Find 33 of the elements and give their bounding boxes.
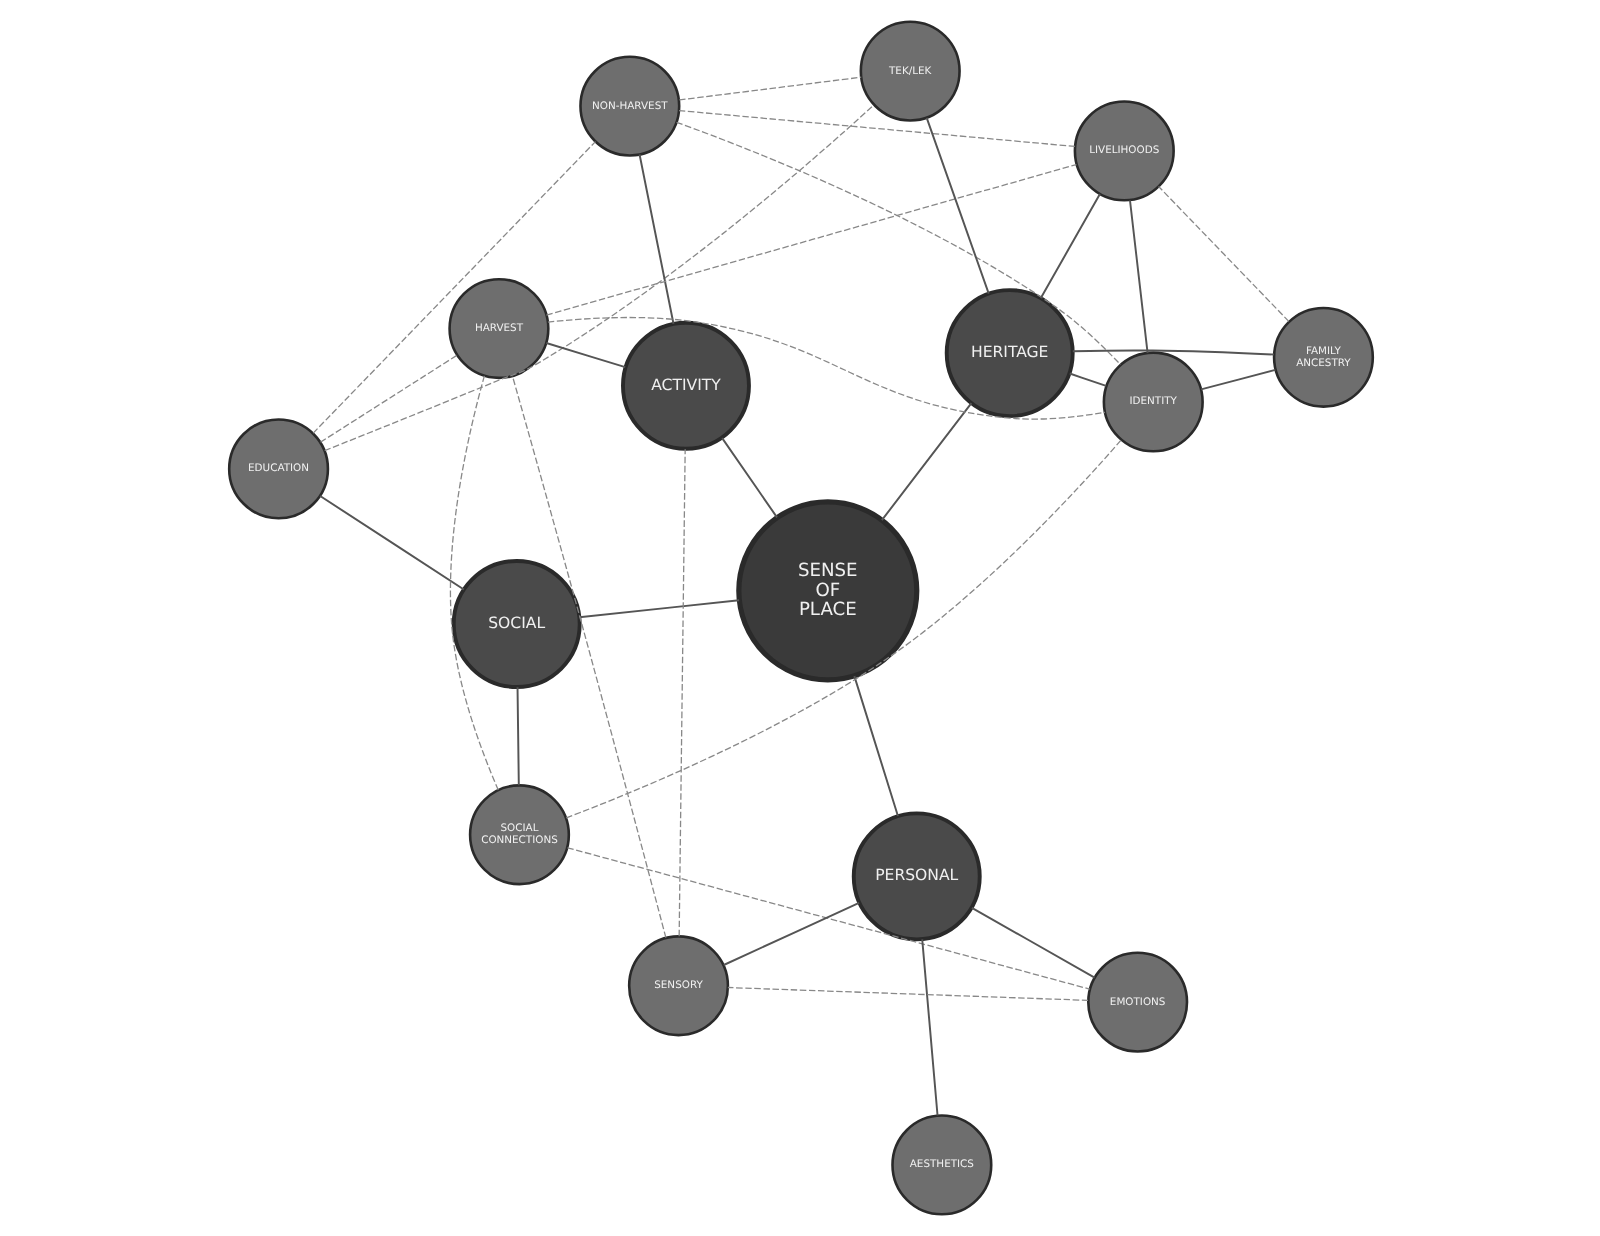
connector	[544, 342, 626, 369]
connector	[1156, 185, 1289, 322]
connector	[852, 675, 898, 817]
connector	[564, 439, 1121, 819]
connector	[577, 599, 740, 619]
connector	[1128, 199, 1148, 354]
connector	[1199, 368, 1276, 391]
connector	[677, 448, 685, 937]
connector	[1067, 372, 1107, 387]
connector	[544, 163, 1077, 316]
connector	[1070, 349, 1274, 356]
connector	[969, 906, 1095, 979]
connector	[879, 402, 972, 522]
connector	[448, 375, 498, 791]
connector	[920, 938, 938, 1117]
connector	[677, 76, 861, 101]
node-circle: SENSE OF PLACE	[735, 499, 919, 683]
connector	[323, 104, 874, 452]
connector	[721, 901, 860, 966]
connector	[720, 437, 777, 519]
connector	[510, 375, 666, 939]
connector	[677, 109, 1075, 148]
connector	[546, 316, 1105, 420]
connector	[515, 686, 519, 787]
connector	[1039, 192, 1100, 299]
connector	[726, 986, 1088, 1001]
connector	[311, 140, 596, 434]
connector	[318, 354, 457, 443]
connector	[637, 153, 674, 325]
connector	[674, 121, 1121, 366]
connector	[565, 847, 1090, 990]
connector	[924, 116, 989, 295]
connector	[318, 495, 464, 591]
